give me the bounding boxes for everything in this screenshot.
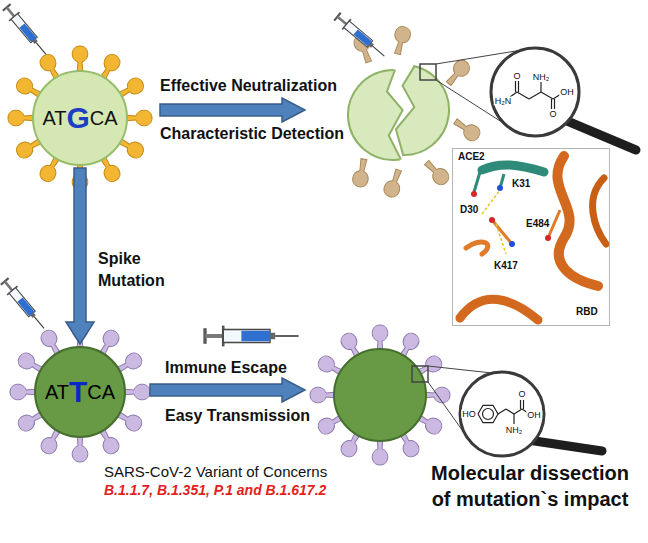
atom-label: HO (461, 410, 477, 419)
atom (545, 235, 551, 241)
atom (471, 191, 477, 197)
magnifier-handle (560, 118, 636, 150)
arrow-label: Immune Escape (165, 358, 287, 377)
bond (551, 99, 552, 109)
magnifier-handle (528, 440, 602, 451)
virus-particle: ATTCA (34, 346, 126, 438)
spike (72, 434, 88, 462)
rbd-ribbon (466, 242, 488, 254)
atom-label: O (512, 72, 521, 81)
chemical-bonds (510, 81, 561, 109)
atom-label: H₂N (494, 97, 513, 106)
spike (421, 157, 452, 188)
variant-list: B.1.1.7, B.1.351, P.1 and B.1.617.2 (104, 482, 326, 499)
bond (540, 82, 541, 92)
rbd-ribbon (593, 178, 606, 244)
spike-proteins (310, 325, 450, 465)
syringe (1, 3, 51, 59)
residue-stick (474, 172, 480, 192)
chemical-bonds (478, 400, 528, 424)
aromatic-circle (483, 409, 494, 420)
hydrogen-bond (496, 224, 506, 254)
bond (517, 92, 529, 99)
bond (523, 400, 524, 409)
sequence-letters: AT (45, 382, 69, 402)
zoom-frame (420, 64, 436, 80)
magnifier-lens: O HO OHNH₂ (460, 372, 544, 456)
zoom-line (428, 366, 492, 373)
edge-label: Spike Mutation (98, 248, 198, 292)
bond (506, 409, 514, 414)
atom-label: O (548, 110, 557, 119)
sequence-letters: T (69, 377, 87, 407)
inset-ground (452, 148, 610, 326)
atom-label: NH₂ (505, 426, 524, 435)
spike (122, 384, 150, 400)
bond (518, 81, 519, 92)
residue-label: RBD (575, 307, 599, 317)
rbd-ribbon (460, 299, 538, 320)
residue-label: K31 (511, 179, 531, 189)
syringe (0, 277, 49, 333)
block-arrow (66, 168, 94, 344)
tyrosine-structure (460, 372, 544, 456)
atom (509, 241, 515, 247)
bond (520, 400, 521, 409)
sequence-letters: AT (42, 108, 66, 128)
block-arrow (160, 98, 305, 122)
bond (498, 409, 506, 414)
fracture-edge (393, 65, 418, 156)
atom-label: OH (526, 411, 542, 420)
bond (515, 81, 516, 92)
residue-label: ACE2 (457, 152, 486, 162)
sequence-letters: CA (90, 108, 118, 128)
atom-label: OH (559, 88, 575, 97)
asparagine-structure (491, 48, 579, 136)
bond (541, 92, 553, 99)
panel-title: Molecular dissection of mutation`s impac… (425, 460, 635, 512)
bond (529, 92, 541, 99)
sequence-letters: G (66, 103, 89, 133)
atom (497, 185, 503, 191)
residue-label: K417 (493, 261, 519, 271)
sequence-letters: CA (87, 382, 115, 402)
arrow-label: Easy Transmission (165, 406, 310, 425)
residue-label: D30 (459, 205, 479, 215)
virus-shell (355, 61, 454, 160)
magnifier-lens (491, 48, 579, 136)
variant-heading: SARS-CoV-2 Variant of Concerns (104, 463, 327, 481)
syringe (333, 11, 389, 61)
bond (554, 99, 555, 109)
zoom-frame (412, 366, 428, 382)
bond (514, 409, 522, 414)
bond (513, 414, 514, 424)
syringe (205, 326, 299, 347)
hydrogen-bond (482, 190, 500, 214)
protein-structure (452, 148, 610, 326)
atom (489, 217, 495, 223)
virus-particle (334, 349, 426, 441)
arrow-label: Effective Neutralization (160, 76, 337, 95)
magnifier-lens: O NH₂ OH H₂N O (491, 48, 579, 136)
magnifier-lens (460, 372, 544, 456)
residue-label: E484 (525, 219, 550, 229)
atom-label: O (517, 390, 526, 399)
ace2-helix (482, 165, 544, 172)
structure-inset: ACE2K31D30E484K417RBD (452, 148, 610, 326)
block-arrow (150, 378, 305, 402)
broken-virus-piece (355, 61, 454, 160)
spike (390, 25, 412, 56)
virus-particle: ATGCA (32, 70, 128, 166)
spike (351, 158, 371, 188)
spike (124, 110, 152, 126)
arrow-label: Characteristic Detection (160, 124, 344, 143)
atom-label: NH₂ (532, 73, 551, 82)
spike (451, 115, 483, 144)
spike (382, 167, 406, 199)
benzene-ring (478, 405, 498, 422)
